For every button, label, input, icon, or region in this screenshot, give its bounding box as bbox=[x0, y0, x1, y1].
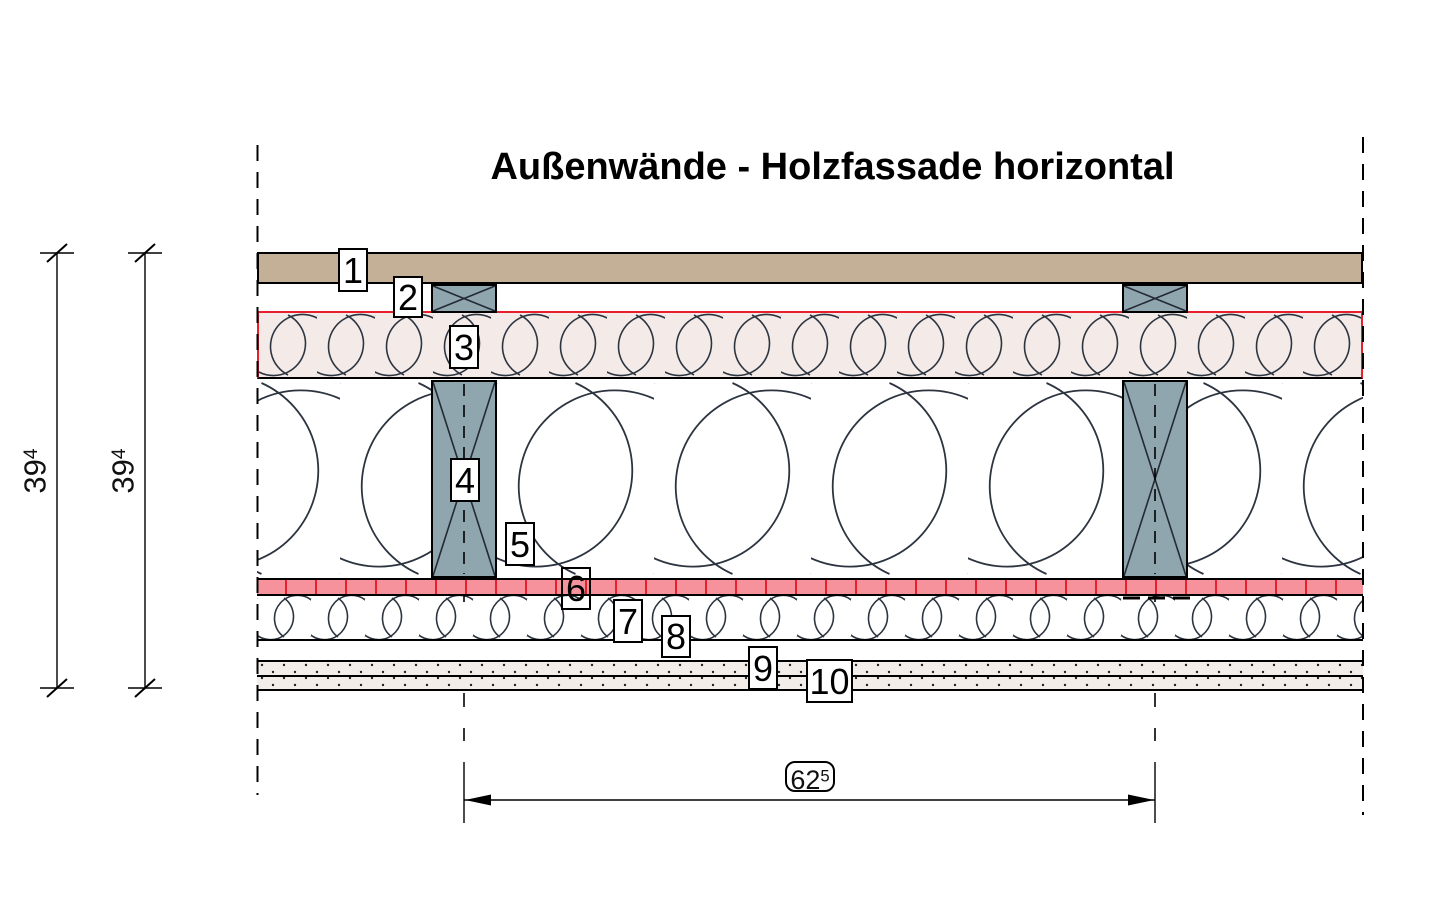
stud-right bbox=[1122, 380, 1188, 578]
facade-board-layer bbox=[257, 252, 1363, 284]
insulation-board-layer bbox=[257, 313, 1363, 379]
insulation-hatch-small bbox=[259, 313, 1361, 377]
arrowhead-right-icon bbox=[1128, 794, 1154, 806]
membrane-red-line bbox=[257, 311, 1363, 313]
callout-8: 8 bbox=[661, 615, 691, 658]
batten-left bbox=[431, 284, 497, 313]
vertical-dimension-text-1: 394 bbox=[17, 448, 53, 494]
osb-red-band-layer bbox=[257, 578, 1363, 596]
cavity-insulation-layer bbox=[257, 379, 1363, 578]
installation-insulation-layer bbox=[257, 596, 1363, 641]
horizontal-dimension-box: 625 bbox=[785, 761, 835, 795]
batten-cross-icon bbox=[1124, 286, 1186, 311]
callout-2: 2 bbox=[393, 276, 423, 318]
callout-9: 9 bbox=[748, 646, 778, 690]
callout-10: 10 bbox=[806, 659, 853, 703]
stud-cross-icon bbox=[1124, 382, 1186, 576]
horizontal-dimension-text: 625 bbox=[790, 764, 830, 795]
callout-3: 3 bbox=[449, 325, 479, 369]
batten-right bbox=[1122, 284, 1188, 313]
callout-1: 1 bbox=[338, 248, 368, 292]
callout-7: 7 bbox=[613, 599, 643, 643]
callout-6: 6 bbox=[561, 567, 591, 610]
callout-4: 4 bbox=[450, 458, 480, 502]
stud-left bbox=[431, 380, 497, 578]
batten-cross-icon bbox=[433, 286, 495, 311]
insulation-hatch-large bbox=[257, 379, 1363, 578]
callout-5: 5 bbox=[505, 522, 535, 566]
vertical-dimension-text-2: 394 bbox=[105, 448, 141, 494]
arrowhead-left-icon bbox=[465, 794, 491, 806]
insulation-hatch-mini bbox=[257, 596, 1363, 639]
drawing-title: Außenwände - Holzfassade horizontal bbox=[490, 146, 1175, 188]
